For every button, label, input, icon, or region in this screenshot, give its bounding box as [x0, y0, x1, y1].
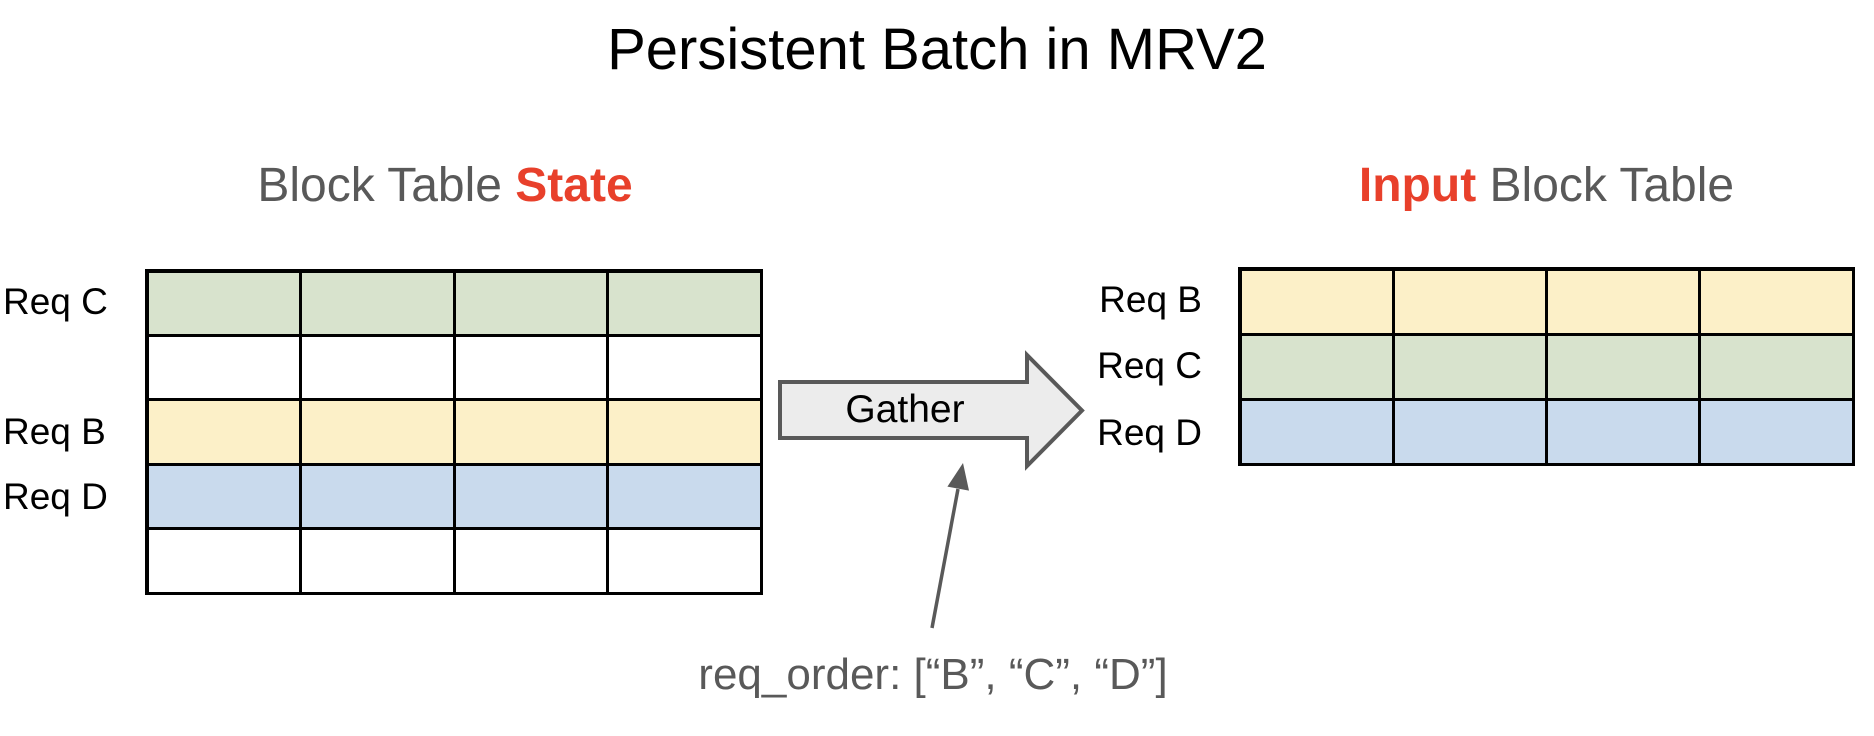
block-cell [1701, 335, 1852, 398]
input-block-table [1238, 267, 1855, 466]
block-cell [609, 401, 760, 463]
block-cell [1394, 400, 1545, 463]
block-cell [302, 465, 453, 528]
block-cell [148, 530, 299, 592]
gather-arrow [778, 350, 1085, 471]
block-cell [302, 336, 453, 399]
row-label: Req B [1099, 279, 1202, 321]
block-cell [1394, 335, 1545, 398]
right-table-heading: Input Block Table [1228, 158, 1865, 216]
row-label: Req D [3, 476, 108, 518]
block-cell [1241, 335, 1392, 398]
block-cell [148, 272, 299, 334]
right-heading-text: Block Table [1476, 159, 1735, 212]
left-heading-highlight: State [515, 159, 633, 212]
block-cell [148, 465, 299, 528]
left-heading-text: Block Table [257, 159, 516, 212]
annotation-arrow-line [930, 488, 960, 629]
block-cell [455, 272, 606, 334]
block-cell [1701, 400, 1852, 463]
block-cell [455, 465, 606, 528]
block-cell [1241, 400, 1392, 463]
block-cell [1548, 400, 1699, 463]
row-label: Req C [1097, 345, 1202, 387]
block-cell [609, 530, 760, 592]
block-cell [1241, 270, 1392, 333]
block-cell [1548, 335, 1699, 398]
annotation-arrow-head [947, 463, 969, 491]
block-cell [455, 401, 606, 463]
block-cell [609, 465, 760, 528]
row-label: Req C [3, 280, 108, 322]
block-cell [148, 336, 299, 399]
block-cell [1394, 270, 1545, 333]
req-order-annotation: req_order: [“B”, “C”, “D”] [698, 650, 1168, 699]
block-table-state [145, 269, 763, 595]
right-heading-highlight: Input [1358, 159, 1477, 212]
block-cell [455, 530, 606, 592]
block-cell [148, 401, 299, 463]
block-cell [302, 272, 453, 334]
block-cell [1548, 270, 1699, 333]
left-table-heading: Block Table State [125, 158, 765, 216]
gather-arrow-label: Gather [845, 388, 965, 431]
block-cell [609, 336, 760, 399]
row-label: Req B [3, 410, 106, 452]
block-cell [302, 401, 453, 463]
block-cell [1701, 270, 1852, 333]
row-label: Req D [1097, 411, 1202, 453]
page-title: Persistent Batch in MRV2 [607, 17, 1267, 82]
block-cell [302, 530, 453, 592]
block-cell [609, 272, 760, 334]
block-cell [455, 336, 606, 399]
